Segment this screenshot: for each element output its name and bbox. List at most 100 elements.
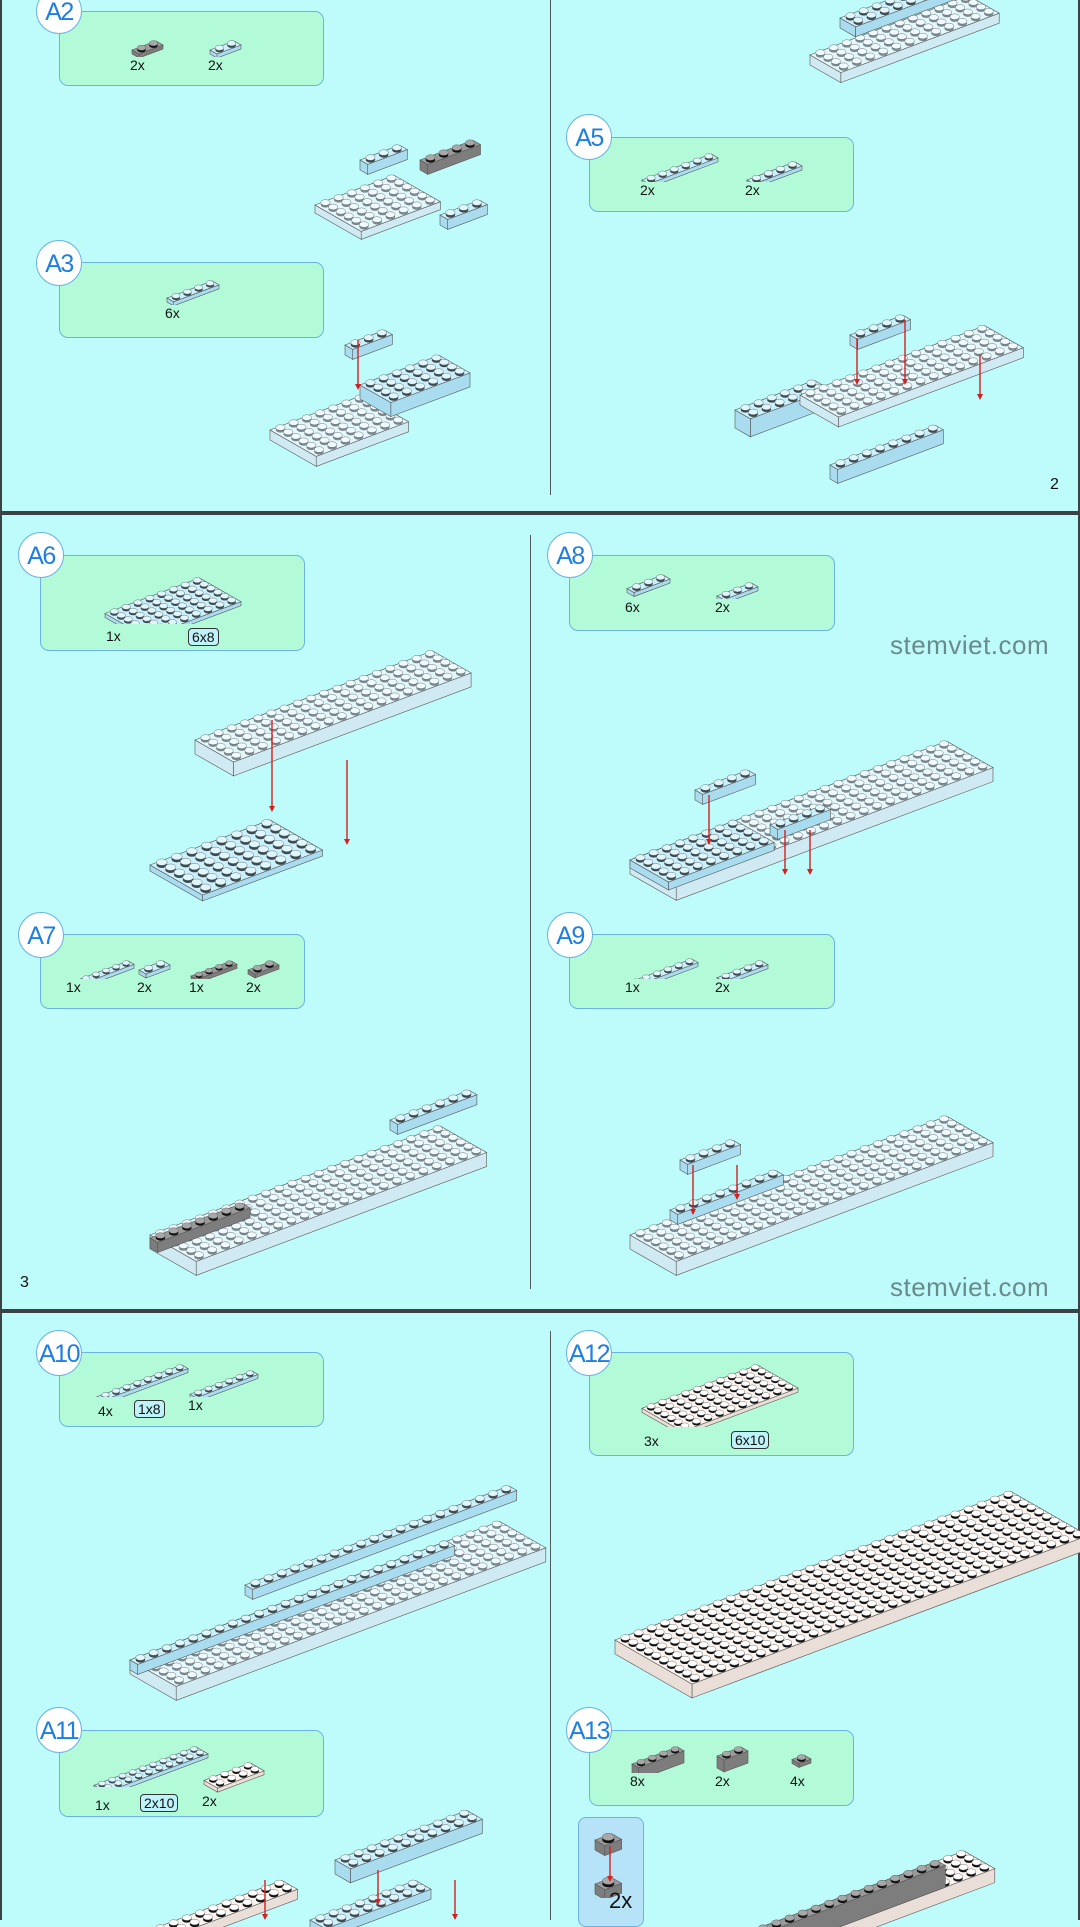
part-qty: 2x: [715, 1773, 730, 1789]
watermark: stemviet.com: [890, 630, 1049, 661]
part-qty: 1x: [95, 1797, 110, 1813]
substep-callout: 2x: [578, 1817, 644, 1927]
brick: [204, 1763, 264, 1793]
step-badge-A12: A12: [566, 1330, 612, 1376]
brick-icon: [95, 1361, 190, 1397]
part-qty: 4x: [98, 1403, 113, 1419]
brick: [132, 41, 163, 57]
step-A8-parts: 6x 2x: [569, 555, 835, 631]
brick: [595, 1833, 622, 1855]
part-qty: 6x: [165, 305, 180, 321]
brick: [700, 1861, 945, 1927]
part: 2x: [246, 957, 316, 997]
part: 2x: [202, 1759, 272, 1811]
part-qty: 2x: [715, 599, 730, 615]
part-qty: 2x: [137, 979, 152, 995]
page-number: 3: [20, 1274, 29, 1292]
part-brick: 2x: [640, 150, 710, 200]
brick: [360, 145, 407, 175]
part-qty: 2x: [715, 979, 730, 995]
part-size-tag: 2x10: [140, 1794, 178, 1812]
step-A6-parts: 1x 6x8: [40, 555, 305, 651]
brick-icon: [188, 1367, 260, 1397]
substep-illustration: [579, 1818, 645, 1898]
part-qty: 2x: [246, 979, 261, 995]
red-arrow-icon: [375, 1870, 381, 1905]
part-plate-1x8: [95, 1361, 190, 1397]
step-A9-parts: 1x 2x: [569, 934, 835, 1009]
step-badge-A8: A8: [547, 532, 593, 578]
brick-icon: [715, 579, 760, 599]
brick-icon: [715, 957, 770, 979]
part-hinge-plate: 2x: [130, 37, 200, 75]
part: 1x: [66, 957, 136, 997]
part-qty: 2x: [208, 57, 223, 73]
page-number: 2: [1050, 476, 1059, 494]
brick: [139, 961, 170, 978]
part: 2x: [715, 579, 785, 617]
brick: [627, 959, 698, 979]
step-badge-A9: A9: [547, 912, 593, 958]
step-badge-A6: A6: [18, 532, 64, 578]
step-badge-A7: A7: [18, 912, 64, 958]
part-qty: 1x: [625, 979, 640, 995]
step-A3-parts: 6x: [59, 262, 324, 338]
brick: [68, 961, 134, 979]
brick: [210, 41, 241, 57]
brick: [191, 961, 237, 979]
brick-icon: [790, 1751, 816, 1773]
brick: [335, 1810, 482, 1883]
step-badge-A3: A3: [36, 240, 82, 286]
brick: [792, 1755, 811, 1768]
brick-icon: [66, 957, 136, 979]
brick-icon: [625, 571, 681, 599]
brick: [150, 820, 323, 901]
part-plate-2x10: [92, 1743, 212, 1787]
part-technic-brick-1x4: 8x: [630, 1743, 700, 1791]
part-plate: 2x: [745, 158, 815, 200]
brick: [747, 162, 802, 182]
part-qty: 1x: [189, 979, 204, 995]
brick: [800, 325, 1023, 427]
part-qty: 2x: [130, 57, 145, 73]
part-plate-6x8: [103, 574, 253, 624]
step-A11-parts: 1x 2x10 2x: [59, 1730, 324, 1817]
part-size-tag: 6x10: [731, 1431, 769, 1449]
step-A2-parts: 2x 2x: [59, 11, 324, 86]
part-size-tag: 6x8: [188, 628, 219, 646]
brick-icon: [189, 957, 239, 979]
brick: [830, 425, 943, 483]
part-plate-6x10: [640, 1361, 800, 1427]
part-qty: 2x: [640, 182, 655, 198]
part-qty: 1x: [66, 979, 81, 995]
brick: [627, 575, 670, 597]
brick: [420, 140, 481, 175]
brick-icon: [103, 574, 243, 624]
step-A13-parts: 8x 2x 4x: [589, 1730, 854, 1806]
step-A10-parts: 4x 1x8 1x: [59, 1352, 324, 1427]
brick-icon: [202, 1759, 266, 1793]
brick: [717, 1747, 748, 1772]
brick: [167, 281, 219, 305]
brick: [850, 315, 911, 350]
brick: [195, 651, 471, 776]
brick: [97, 1365, 188, 1397]
brick: [632, 1747, 684, 1773]
brick: [345, 330, 392, 360]
part-plate-1x2: 2x: [208, 37, 278, 75]
brick: [440, 200, 487, 230]
substep-qty: 2x: [609, 1888, 632, 1914]
brick-icon: [137, 957, 177, 979]
part: 1x: [625, 955, 695, 997]
red-arrow-icon: [344, 760, 350, 845]
red-arrow-icon: [734, 1165, 740, 1200]
part-qty: 8x: [630, 1773, 645, 1789]
brick: [130, 1521, 546, 1700]
brick-icon: [630, 1743, 686, 1773]
part-slope: 6x: [165, 277, 235, 323]
brick: [680, 1140, 741, 1175]
brick-icon: [92, 1743, 210, 1787]
brick: [94, 1747, 208, 1787]
brick: [315, 175, 440, 239]
part-size-tag: 1x8: [134, 1400, 165, 1418]
